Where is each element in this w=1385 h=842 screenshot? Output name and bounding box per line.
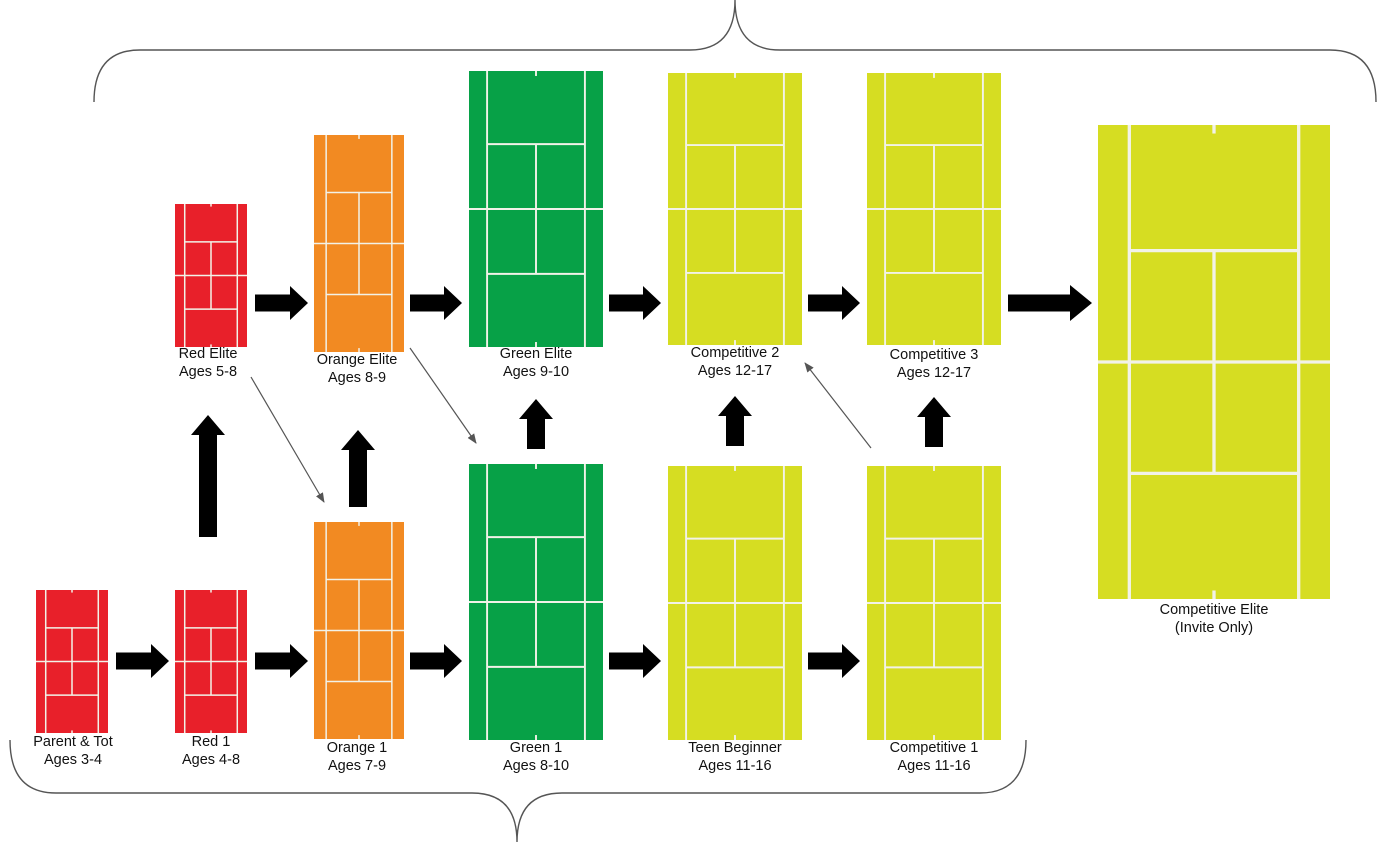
label-name: Orange 1 (326, 740, 388, 756)
court-competitive-1 (867, 466, 1001, 740)
court-teen-beginner (668, 466, 802, 740)
label-ages: Ages 12-17 (697, 363, 773, 379)
arrow-orange-1-to-orange-elite (341, 430, 375, 507)
label-name: Competitive 3 (889, 347, 979, 363)
arrow-green-1-to-green-elite (519, 399, 553, 449)
label-ages: Ages 3-4 (43, 752, 103, 768)
label-name: Competitive 2 (690, 345, 780, 361)
arrow-competitive-3-to-competitive-elite (1008, 285, 1092, 321)
label-name: Parent & Tot (33, 734, 113, 750)
arrow-red-1-to-red-elite (191, 415, 225, 537)
thin-arrow-competitive-1-to-competitive-2 (804, 362, 872, 449)
label-competitive-3: Competitive 3 Ages 12-17 (834, 346, 1034, 382)
label-green-1: Green 1 Ages 8-10 (436, 739, 636, 775)
arrow-parent-tot-to-red-1 (116, 644, 169, 678)
label-ages: Ages 11-16 (698, 758, 772, 774)
bottom-brace (9, 739, 1027, 842)
label-ages: (Invite Only) (1174, 620, 1254, 636)
label-name: Green 1 (509, 740, 563, 756)
label-name: Red 1 (191, 734, 231, 750)
arrow-green-elite-to-competitive-2 (609, 286, 661, 320)
label-name: Red Elite (178, 346, 238, 362)
court-green-elite (469, 71, 603, 347)
label-name: Competitive Elite (1159, 602, 1269, 618)
label-name: Competitive 1 (889, 740, 979, 756)
label-ages: Ages 9-10 (502, 364, 570, 380)
court-competitive-elite (1098, 125, 1330, 599)
court-green-1 (469, 464, 603, 740)
arrow-red-1-to-orange-1 (255, 644, 308, 678)
court-competitive-2 (668, 73, 802, 345)
label-red-1: Red 1 Ages 4-8 (111, 733, 311, 769)
court-parent-tot (36, 590, 108, 733)
arrow-competitive-2-to-competitive-3 (808, 286, 860, 320)
court-red-elite (175, 204, 247, 347)
court-red-1 (175, 590, 247, 733)
label-orange-1: Orange 1 Ages 7-9 (257, 739, 457, 775)
arrow-green-1-to-teen-beginner (609, 644, 661, 678)
label-ages: Ages 8-9 (327, 370, 387, 386)
arrow-competitive-1-to-competitive-3 (917, 397, 951, 447)
label-ages: Ages 7-9 (327, 758, 387, 774)
arrow-teen-beginner-to-competitive-1 (808, 644, 860, 678)
court-orange-1 (314, 522, 404, 739)
label-ages: Ages 12-17 (896, 365, 972, 381)
label-competitive-elite: Competitive Elite (Invite Only) (1114, 601, 1314, 637)
label-competitive-2: Competitive 2 Ages 12-17 (635, 344, 835, 380)
arrow-orange-1-to-green-1 (410, 644, 462, 678)
thin-arrow-red-elite-to-orange-1 (250, 376, 325, 503)
court-orange-elite (314, 135, 404, 352)
arrow-red-elite-to-orange-elite (255, 286, 308, 320)
arrow-teen-beginner-to-competitive-2 (718, 396, 752, 446)
label-name: Green Elite (499, 346, 573, 362)
thin-arrow-orange-elite-to-green-1 (409, 347, 477, 444)
label-ages: Ages 5-8 (178, 364, 238, 380)
label-ages: Ages 8-10 (502, 758, 570, 774)
label-name: Teen Beginner (688, 740, 782, 756)
label-competitive-1: Competitive 1 Ages 11-16 (834, 739, 1034, 775)
label-ages: Ages 11-16 (897, 758, 971, 774)
label-name: Orange Elite (316, 352, 398, 368)
arrow-orange-elite-to-green-elite (410, 286, 462, 320)
top-brace (93, 0, 1377, 103)
court-competitive-3 (867, 73, 1001, 345)
label-ages: Ages 4-8 (181, 752, 241, 768)
